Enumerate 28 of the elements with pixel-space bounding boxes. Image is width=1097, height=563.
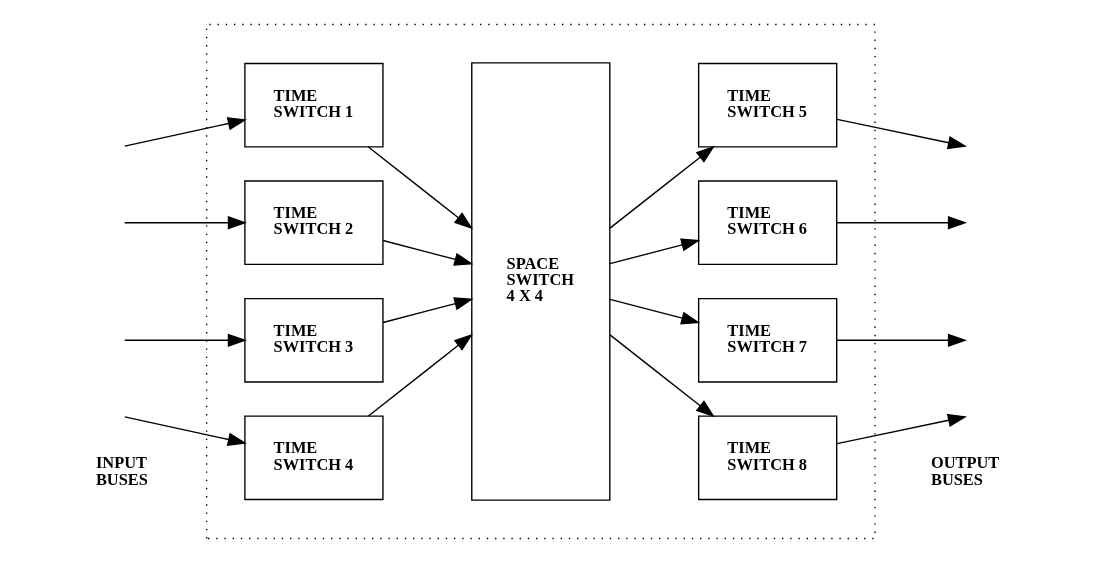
- node-box: TIME SWITCH 5: [697, 62, 837, 148]
- arrow: [123, 117, 247, 147]
- node-box: TIME SWITCH 2: [243, 180, 384, 266]
- arrow: [123, 216, 247, 230]
- arrow: [381, 297, 473, 324]
- arrow: [381, 239, 473, 266]
- node-box: TIME SWITCH 4: [243, 415, 384, 501]
- arrow: [608, 145, 715, 229]
- arrow: [835, 333, 967, 347]
- cluster: [205, 23, 876, 540]
- arrow: [835, 118, 967, 150]
- node-box: TIME SWITCH 7: [697, 297, 837, 383]
- arrow: [608, 238, 700, 265]
- arrow: [608, 334, 715, 418]
- arrow: [367, 333, 473, 417]
- arrow: [608, 298, 700, 325]
- arrow: [123, 416, 247, 446]
- node-box: TIME SWITCH 6: [697, 180, 837, 266]
- label: OUTPUT BUSES: [930, 453, 999, 489]
- node-box: TIME SWITCH 3: [243, 297, 384, 383]
- node-box: SPACE SWITCH 4 X 4: [470, 62, 610, 501]
- arrow: [123, 333, 247, 347]
- node-box: TIME SWITCH 1: [243, 62, 384, 148]
- node-box: TIME SWITCH 8: [697, 415, 837, 501]
- arrow: [835, 413, 967, 445]
- arrow: [835, 216, 967, 230]
- arrow: [367, 146, 473, 230]
- label: INPUT BUSES: [95, 453, 148, 489]
